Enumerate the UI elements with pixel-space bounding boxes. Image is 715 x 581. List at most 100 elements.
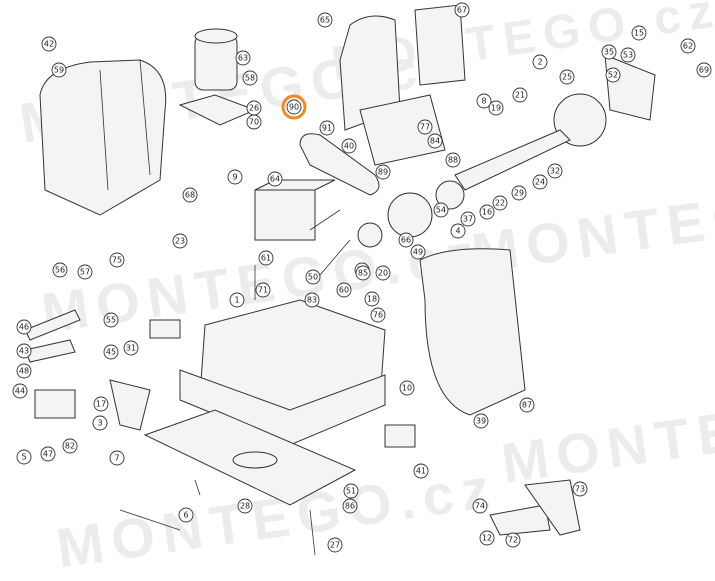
part-callout-circle-56 <box>52 262 68 278</box>
part-number-1: 1 <box>234 296 239 305</box>
part-number-73: 73 <box>575 485 585 494</box>
part-callout-circle-25 <box>559 69 575 85</box>
part-callout-circle-51 <box>343 483 359 499</box>
part-callout-circle-54 <box>433 202 449 218</box>
part-number-12: 12 <box>482 534 492 543</box>
part-callout-circle-70 <box>246 114 262 130</box>
part-number-37: 37 <box>463 215 473 224</box>
part-number-17: 17 <box>96 400 106 409</box>
part-number-3: 3 <box>97 419 102 428</box>
part-callout-circle-73 <box>572 481 588 497</box>
part-number-69: 69 <box>699 66 709 75</box>
part-number-7: 7 <box>114 454 119 463</box>
part-number-15: 15 <box>634 29 644 38</box>
part-callout-circle-22 <box>492 195 508 211</box>
part-callout-circle-1 <box>229 292 245 308</box>
part-callout-circle-41 <box>413 463 429 479</box>
part-callout-circle-68 <box>182 187 198 203</box>
part-callout-circle-67 <box>454 2 470 18</box>
part-number-10: 10 <box>402 384 412 393</box>
part-number-70: 70 <box>249 118 259 127</box>
part-number-89: 89 <box>378 168 388 177</box>
part-number-58: 58 <box>245 74 255 83</box>
part-number-40: 40 <box>344 142 354 151</box>
part-callout-circle-3 <box>92 415 108 431</box>
part-callout-circle-19 <box>488 100 504 116</box>
part-callout-circle-58 <box>242 70 258 86</box>
part-callout-circle-69 <box>696 62 712 78</box>
part-number-60: 60 <box>339 286 349 295</box>
lock-drawing <box>34 389 76 419</box>
part-callout-circle-28 <box>237 498 253 514</box>
part-callout-circle-82 <box>62 438 78 454</box>
part-callout-circle-16 <box>479 204 495 220</box>
part-number-54: 54 <box>436 206 446 215</box>
gear-drawing <box>387 192 433 238</box>
part-number-64: 64 <box>270 175 280 184</box>
part-callout-circle-49 <box>410 244 426 260</box>
part-callout-circle-60 <box>336 282 352 298</box>
part-number-28: 28 <box>240 502 250 511</box>
part-callout-circle-23 <box>172 233 188 249</box>
part-callout-circle-72 <box>505 532 521 548</box>
part-callout-circle-6 <box>178 507 194 523</box>
part-callout-circle-74 <box>472 498 488 514</box>
part-number-74: 74 <box>475 502 485 511</box>
part-callout-circle-59 <box>51 62 67 78</box>
part-number-47: 47 <box>43 450 53 459</box>
part-callout-circle-9 <box>227 169 243 185</box>
part-callout-circle-63 <box>235 50 251 66</box>
part-callout-circle-7 <box>109 450 125 466</box>
part-callout-circle-77 <box>417 119 433 135</box>
part-callout-circle-88 <box>445 152 461 168</box>
part-number-25: 25 <box>562 73 572 82</box>
part-number-2: 2 <box>537 58 542 67</box>
part-number-16: 16 <box>482 208 492 217</box>
part-callout-circle-35 <box>601 44 617 60</box>
part-callout-circle-65 <box>317 12 333 28</box>
part-callout-circle-29 <box>511 185 527 201</box>
part-number-23: 23 <box>175 237 185 246</box>
part-number-75: 75 <box>112 256 122 265</box>
part-number-71: 71 <box>258 286 268 295</box>
part-callout-circle-21 <box>512 87 528 103</box>
part-callout-circle-75 <box>109 252 125 268</box>
part-callout-circle-2 <box>532 54 548 70</box>
part-callout-circle-8 <box>476 93 492 109</box>
part-number-19: 19 <box>491 104 501 113</box>
part-number-45: 45 <box>106 348 116 357</box>
part-callout-circle-17 <box>93 396 109 412</box>
part-callout-circle-76 <box>370 307 386 323</box>
part-number-26: 26 <box>249 104 259 113</box>
part-number-67: 67 <box>457 6 467 15</box>
part-number-83: 83 <box>307 296 317 305</box>
part-callout-circle-40 <box>341 138 357 154</box>
part-number-86: 86 <box>345 502 355 511</box>
part-number-63: 63 <box>238 54 248 63</box>
part-callout-circle-45 <box>103 344 119 360</box>
side-cover-drawing <box>419 248 526 416</box>
part-callout-circle-37 <box>460 211 476 227</box>
part-callout-circle-55 <box>103 312 119 328</box>
part-callout-circle-44 <box>12 383 28 399</box>
part-number-42: 42 <box>44 40 54 49</box>
part-callout-circle-57 <box>77 264 93 280</box>
part-callout-circle-15 <box>631 25 647 41</box>
part-callout-circle-5 <box>16 449 32 465</box>
part-number-53: 53 <box>623 51 633 60</box>
part-number-43: 43 <box>19 347 29 356</box>
part-number-51: 51 <box>346 487 356 496</box>
part-number-22: 22 <box>495 199 505 208</box>
part-number-55: 55 <box>106 316 116 325</box>
part-number-20: 20 <box>378 269 388 278</box>
part-number-48: 48 <box>19 367 29 376</box>
part-callout-circle-85 <box>355 265 371 281</box>
part-number-65: 65 <box>320 16 330 25</box>
control-board-drawing <box>414 4 466 86</box>
part-callout-circle-62 <box>680 38 696 54</box>
part-number-18: 18 <box>367 295 377 304</box>
part-number-9: 9 <box>232 173 237 182</box>
part-number-61: 61 <box>261 254 271 263</box>
part-callout-circle-91 <box>319 120 335 136</box>
part-callout-circle-32 <box>547 163 563 179</box>
